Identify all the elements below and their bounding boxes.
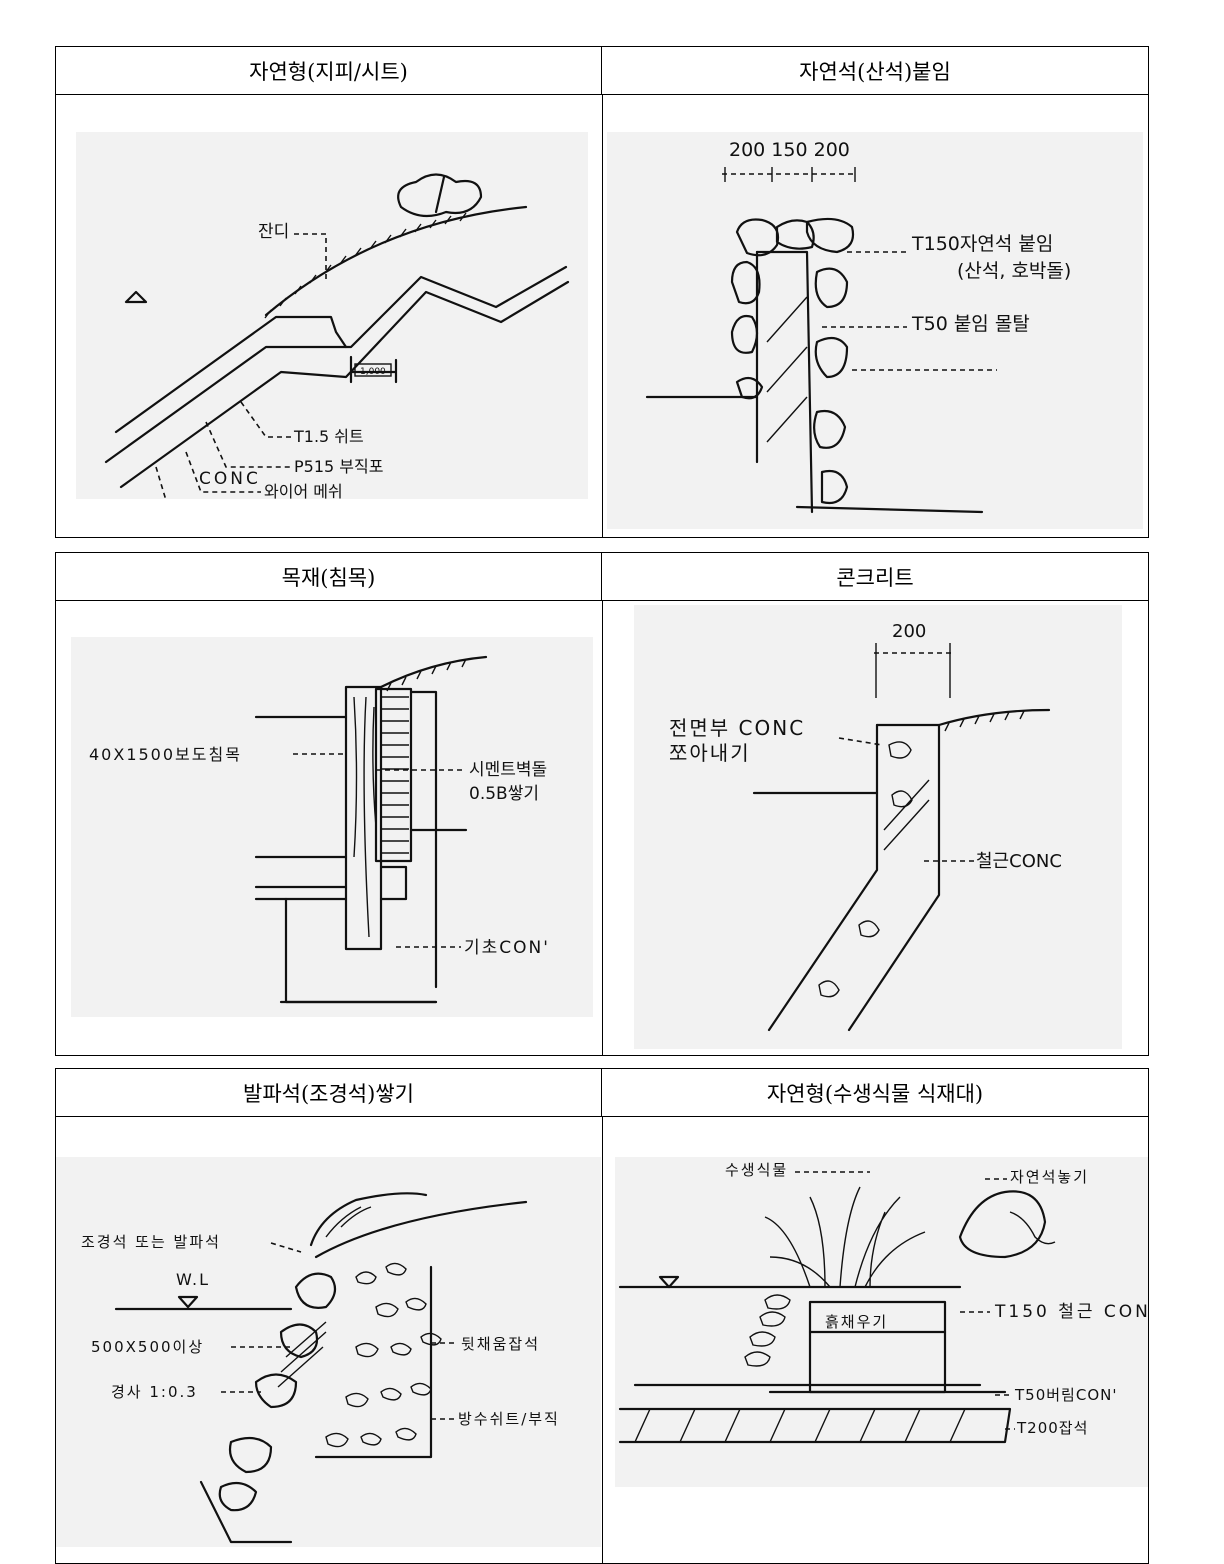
brick-label-1: 시멘트벽돌: [469, 760, 547, 780]
panel-title-natural-sheet: 자연형(지피/시트): [56, 47, 602, 95]
wl-label: W.L: [176, 1270, 210, 1289]
mortar-label: T50버림CON': [1014, 1386, 1117, 1404]
sheet-label: 방수쉬트/부직: [458, 1410, 560, 1428]
mesh-label: 와이어 메쉬: [264, 482, 343, 499]
panel-title-blast-stone: 발파석(조경석)쌓기: [56, 1069, 602, 1117]
table-row-2: 목재(침목) 콘크리트 40X1500보도침목 시멘트벽돌 0.5B쌓기 기초C: [55, 552, 1149, 1056]
panel-title-natural-stone: 자연석(산석)붙임: [602, 47, 1148, 95]
table-row-3: 발파석(조경석)쌓기 자연형(수생식물 식재대) 조경석 또는 발파석 W.L …: [55, 1068, 1149, 1564]
sheet-section-drawing: 잔디 1,000 T1.5 쉬트 P515 부직포 와이어 메쉬: [104, 173, 570, 499]
diagram-aquatic-plant: 수생식물 자연석놓기 흙채우기 T150 철근 CON T50버림CON' T2…: [615, 1157, 1148, 1487]
diagram-natural-stone: 200 150 200 T150자연석 붙임 (산석, 호박돌) T50 붙임 …: [607, 132, 1143, 529]
panel-title-concrete: 콘크리트: [602, 553, 1148, 601]
mortar-label: T50 붙임 몰탈: [911, 313, 1030, 335]
aquatic-plant-section-drawing: 수생식물 자연석놓기 흙채우기 T150 철근 CON T50버림CON' T2…: [618, 1161, 1148, 1444]
size-label: 500X500이상: [91, 1338, 204, 1356]
diagram-concrete: 200 전면부 CONC 쪼아내기 철근CONC: [634, 605, 1122, 1049]
soil-label: 흙채우기: [825, 1313, 888, 1331]
stone-label-2: (산석, 호박돌): [957, 260, 1071, 282]
fill-label: 뒷채움잡석: [461, 1335, 540, 1353]
panel-title-aquatic-plant: 자연형(수생식물 식재대): [602, 1069, 1148, 1117]
panel-title-timber: 목재(침목): [56, 553, 602, 601]
stone-label-1: T150자연석 붙임: [911, 233, 1053, 255]
foundation-label: 기초CON': [464, 938, 550, 958]
stone-section-drawing: 200 150 200 T150자연석 붙임 (산석, 호박돌) T50 붙임 …: [645, 139, 1071, 514]
conc-label: CONC: [199, 469, 261, 489]
diagram-natural-sheet: 잔디 1,000 T1.5 쉬트 P515 부직포 와이어 메쉬 CONC: [76, 132, 588, 499]
face-label-2: 쪼아내기: [669, 741, 751, 765]
timber-section-drawing: 40X1500보도침목 시멘트벽돌 0.5B쌓기 기초CON': [89, 655, 550, 1004]
blast-stone-section-drawing: 조경석 또는 발파석 W.L 500X500이상 경사 1:0.3 뒷채움잡석 …: [81, 1192, 560, 1544]
slope-label: 경사 1:0.3: [111, 1383, 198, 1401]
gravel-label: T200잡석: [1016, 1419, 1088, 1437]
stone-label: 조경석 또는 발파석: [81, 1233, 221, 1251]
rc-label: T150 철근 CON: [994, 1302, 1148, 1322]
timber-label: 40X1500보도침목: [89, 745, 242, 764]
table-row-1: 자연형(지피/시트) 자연석(산석)붙임 잔디 1,000 T1.5 쉬트 P5…: [55, 46, 1149, 538]
brick-label-2: 0.5B쌓기: [469, 784, 539, 804]
face-label-1: 전면부 CONC: [669, 716, 805, 740]
fabric-label: P515 부직포: [294, 457, 383, 476]
dims-label: 200 150 200: [729, 139, 850, 161]
grass-label: 잔디: [258, 222, 289, 242]
plant-label: 수생식물: [725, 1161, 788, 1179]
stone-place-label: 자연석놓기: [1010, 1168, 1089, 1186]
rc-label: 철근CONC: [976, 851, 1062, 872]
dim-label: 1,000: [360, 367, 386, 377]
diagram-timber: 40X1500보도침목 시멘트벽돌 0.5B쌓기 기초CON': [71, 637, 593, 1017]
dim-label: 200: [892, 621, 926, 642]
concrete-section-drawing: 200 전면부 CONC 쪼아내기 철근CONC: [669, 621, 1062, 1032]
diagram-blast-stone: 조경석 또는 발파석 W.L 500X500이상 경사 1:0.3 뒷채움잡석 …: [56, 1157, 601, 1547]
sheet-label: T1.5 쉬트: [293, 427, 364, 446]
